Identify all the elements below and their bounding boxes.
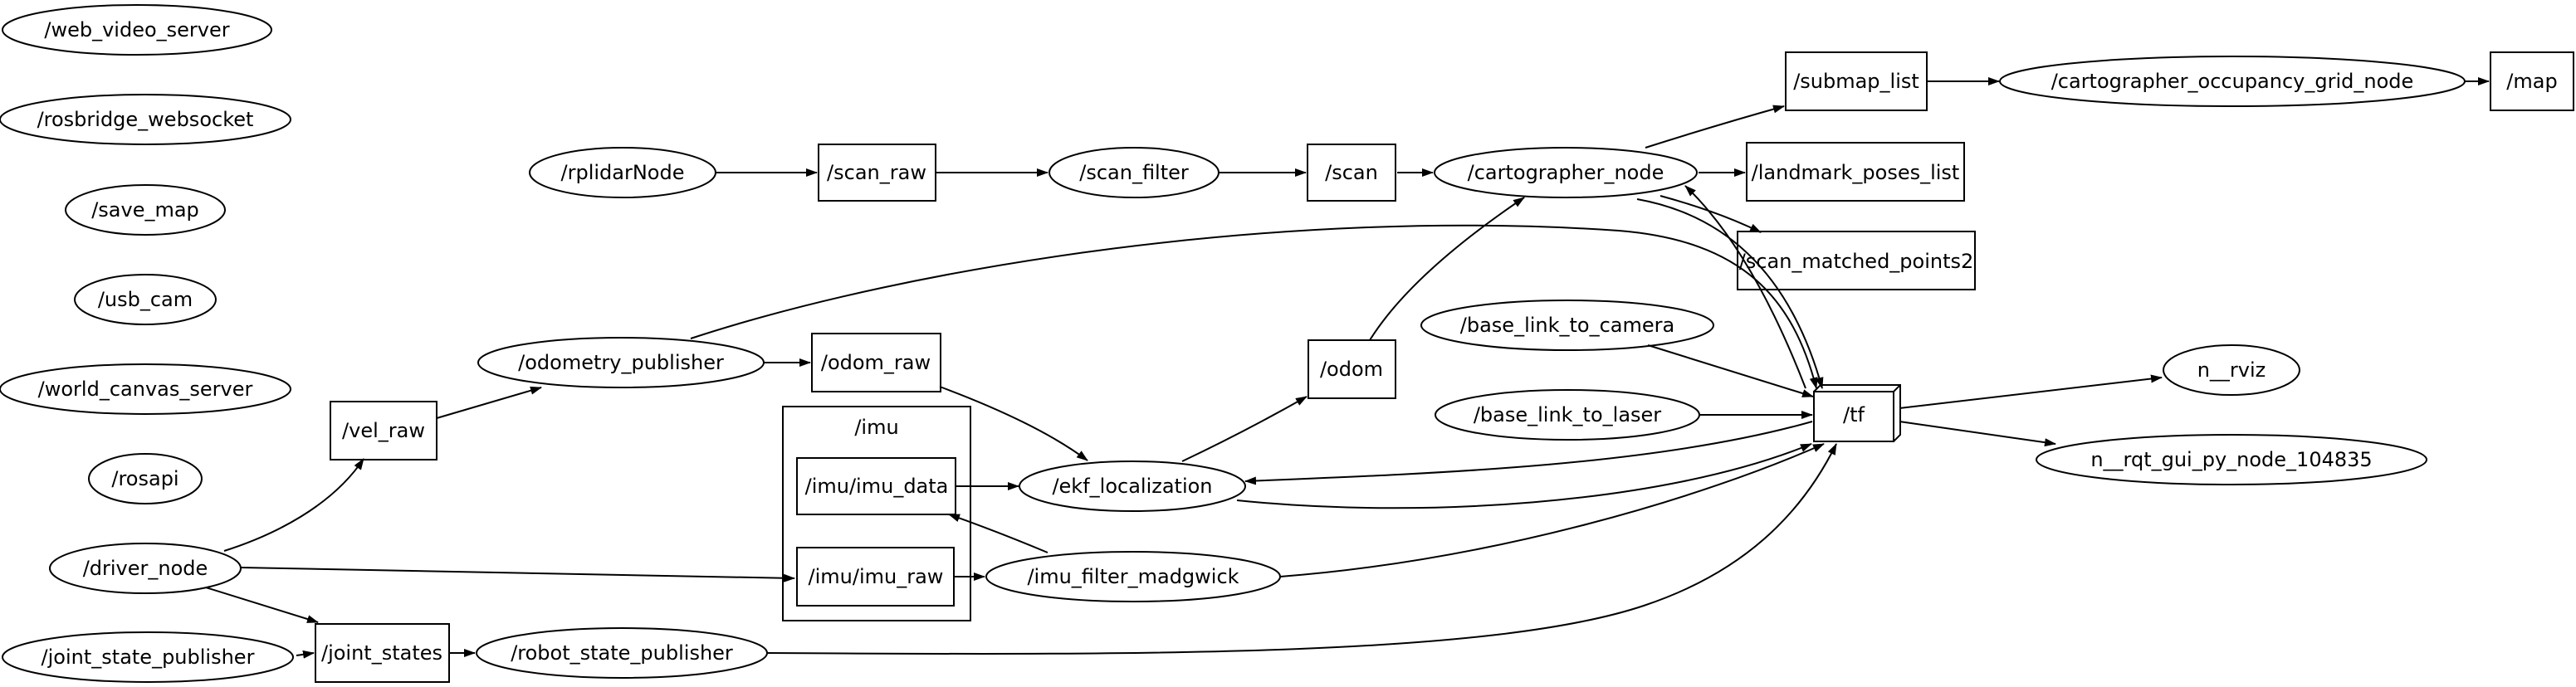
node-label: /rosbridge_websocket — [37, 108, 254, 131]
node-submap-list[interactable]: /submap_list — [1785, 51, 1928, 111]
node-label: /odom_raw — [821, 351, 931, 374]
node-label: /imu/imu_data — [805, 475, 949, 498]
node-label: /rplidarNode — [561, 161, 685, 184]
node-map[interactable]: /map — [2490, 51, 2574, 111]
edge-vel-raw-odometry-publisher — [436, 386, 542, 419]
node-label: /joint_state_publisher — [42, 646, 255, 669]
cluster-imu: /imu — [782, 406, 971, 621]
node-odom[interactable]: /odom — [1308, 339, 1396, 399]
node-label: /joint_states — [321, 641, 442, 665]
edge-driver-node-imu-raw — [240, 567, 795, 582]
edge-imu-filter-madgwick-tf — [1279, 443, 1825, 577]
edge-driver-node-vel-raw — [223, 458, 364, 552]
node-robot-state-publisher[interactable]: /robot_state_publisher — [476, 627, 768, 679]
node-label: /map — [2506, 70, 2557, 93]
edge-robot-state-publisher-tf — [766, 443, 1837, 655]
node-label: /web_video_server — [44, 18, 229, 41]
edge-cartographer-node-tf — [1636, 198, 1824, 389]
node-rplidarnode[interactable]: /rplidarNode — [529, 147, 716, 198]
node-label: /rosapi — [111, 467, 178, 490]
node-scan[interactable]: /scan — [1307, 144, 1396, 202]
edge-driver-node-joint-states — [205, 587, 319, 623]
node-scan-raw[interactable]: /scan_raw — [818, 144, 936, 202]
edge-imu-filter-madgwick-imu-data — [948, 514, 1048, 553]
edge-joint-state-publisher-joint-states — [296, 650, 315, 659]
node-driver-node[interactable]: /driver_node — [49, 543, 242, 594]
edge-ekf-localization-odom — [1181, 396, 1308, 462]
edge-cartographer-node-scan-matched — [1659, 195, 1762, 233]
nodes: /web_video_server /rosbridge_websocket /… — [0, 4, 2574, 683]
node-label: /cartographer_occupancy_grid_node — [2051, 70, 2414, 93]
node-label: /base_link_to_camera — [1460, 314, 1674, 337]
cluster-imu-label: /imu — [854, 416, 898, 439]
edge-odom-raw-ekf-localization — [939, 386, 1088, 461]
node-label: /save_map — [91, 198, 199, 222]
node-rosbridge-websocket[interactable]: /rosbridge_websocket — [0, 94, 291, 145]
node-label: /ekf_localization — [1052, 475, 1212, 498]
node-label: /scan_raw — [827, 161, 926, 184]
node-label: /scan_matched_points2 — [1739, 250, 1974, 273]
node-rosapi[interactable]: /rosapi — [88, 453, 203, 504]
node-label: /usb_cam — [98, 288, 193, 311]
edge-tf-ekf-localization — [1244, 421, 1813, 485]
edge-tf-cartographer-node — [1684, 185, 1806, 389]
node-label: /odometry_publisher — [518, 351, 724, 374]
node-save-map[interactable]: /save_map — [65, 184, 226, 236]
node-web-video-server[interactable]: /web_video_server — [2, 4, 272, 56]
edges — [205, 77, 2490, 659]
edge-cartographer-node-submap-list — [1645, 105, 1785, 149]
node-base-link-to-camera[interactable]: /base_link_to_camera — [1420, 300, 1714, 351]
node-label: /scan_filter — [1079, 161, 1189, 184]
edge-base-link-to-camera-tf — [1647, 344, 1814, 397]
node-odometry-publisher[interactable]: /odometry_publisher — [477, 337, 765, 388]
node-world-canvas-server[interactable]: /world_canvas_server — [0, 363, 291, 415]
edge-tf-n-rqt-gui — [1899, 421, 2056, 447]
node-label: /vel_raw — [342, 419, 425, 442]
node-label: /submap_list — [1793, 70, 1919, 93]
node-label: /tf — [1843, 403, 1865, 426]
node-imu-filter-madgwick[interactable]: /imu_filter_madgwick — [985, 551, 1281, 602]
node-vel-raw[interactable]: /vel_raw — [330, 401, 437, 460]
node-label: /imu/imu_raw — [809, 565, 944, 588]
node-label: /driver_node — [83, 557, 208, 580]
node-joint-state-publisher[interactable]: /joint_state_publisher — [2, 631, 294, 683]
node-label: /imu_filter_madgwick — [1027, 565, 1239, 588]
edge-ekf-localization-tf — [1236, 443, 1812, 509]
node-cartographer-node[interactable]: /cartographer_node — [1434, 147, 1698, 198]
node-label: /odom — [1320, 358, 1383, 381]
node-imu-data[interactable]: /imu/imu_data — [796, 457, 956, 515]
node-n-rqt-gui[interactable]: n__rqt_gui_py_node_104835 — [2036, 434, 2427, 485]
node-label: /scan — [1325, 161, 1378, 184]
node-usb-cam[interactable]: /usb_cam — [74, 274, 217, 325]
node-label: /world_canvas_server — [38, 378, 253, 401]
node-joint-states[interactable]: /joint_states — [315, 623, 450, 683]
edge-odom-cartographer-node — [1369, 197, 1525, 341]
node-landmark-poses-list[interactable]: /landmark_poses_list — [1746, 142, 1965, 202]
node-n-rviz[interactable]: n__rviz — [2163, 344, 2300, 396]
node-cartographer-occupancy-grid-node[interactable]: /cartographer_occupancy_grid_node — [1999, 56, 2466, 107]
edge-odometry-publisher-tf — [690, 224, 1818, 389]
node-odom-raw[interactable]: /odom_raw — [811, 333, 941, 392]
node-label: n__rviz — [2197, 358, 2266, 382]
node-label: /robot_state_publisher — [511, 641, 733, 665]
node-label: /landmark_poses_list — [1752, 161, 1960, 184]
node-label: /base_link_to_laser — [1474, 403, 1661, 426]
node-scan-filter[interactable]: /scan_filter — [1048, 147, 1220, 198]
node-imu-raw[interactable]: /imu/imu_raw — [796, 547, 955, 607]
node-tf[interactable]: /tf — [1813, 384, 1901, 442]
node-base-link-to-laser[interactable]: /base_link_to_laser — [1435, 389, 1700, 441]
node-label: n__rqt_gui_py_node_104835 — [2090, 448, 2372, 471]
node-scan-matched-points2[interactable]: /scan_matched_points2 — [1737, 231, 1976, 290]
edge-tf-n-rviz — [1899, 374, 2163, 409]
node-label: /cartographer_node — [1468, 161, 1664, 184]
node-ekf-localization[interactable]: /ekf_localization — [1019, 460, 1246, 512]
